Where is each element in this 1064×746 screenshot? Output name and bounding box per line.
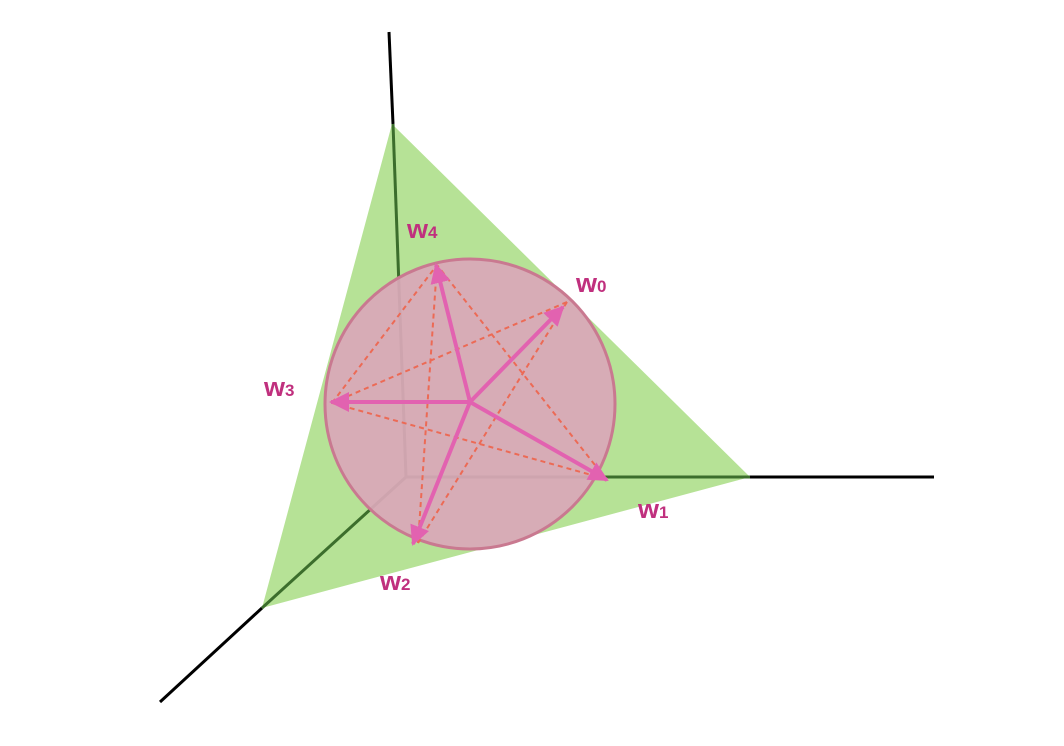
edge-w1-w3 [331,402,607,480]
axes [158,31,934,704]
vector-w2 [410,401,472,546]
label-w0: w0 [575,268,606,298]
label-w2: w2 [379,566,410,596]
edge-w0-w3 [331,301,568,404]
vector-w4 [430,263,472,403]
edge-w0-w2 [417,301,568,544]
edge-w3-w4 [331,264,438,404]
axis-diagonal-outer [158,606,264,704]
vectors [329,263,609,546]
label-w4: w4 [406,214,438,244]
edge-w1-w4 [436,264,607,480]
label-w3: w3 [263,372,294,402]
label-w1: w1 [637,494,668,524]
axis-vertical-upper [387,31,395,125]
vector-w0 [468,305,565,404]
vector-labels: w0 w1 w2 w3 w4 [263,214,668,596]
vector-w1 [469,400,609,482]
